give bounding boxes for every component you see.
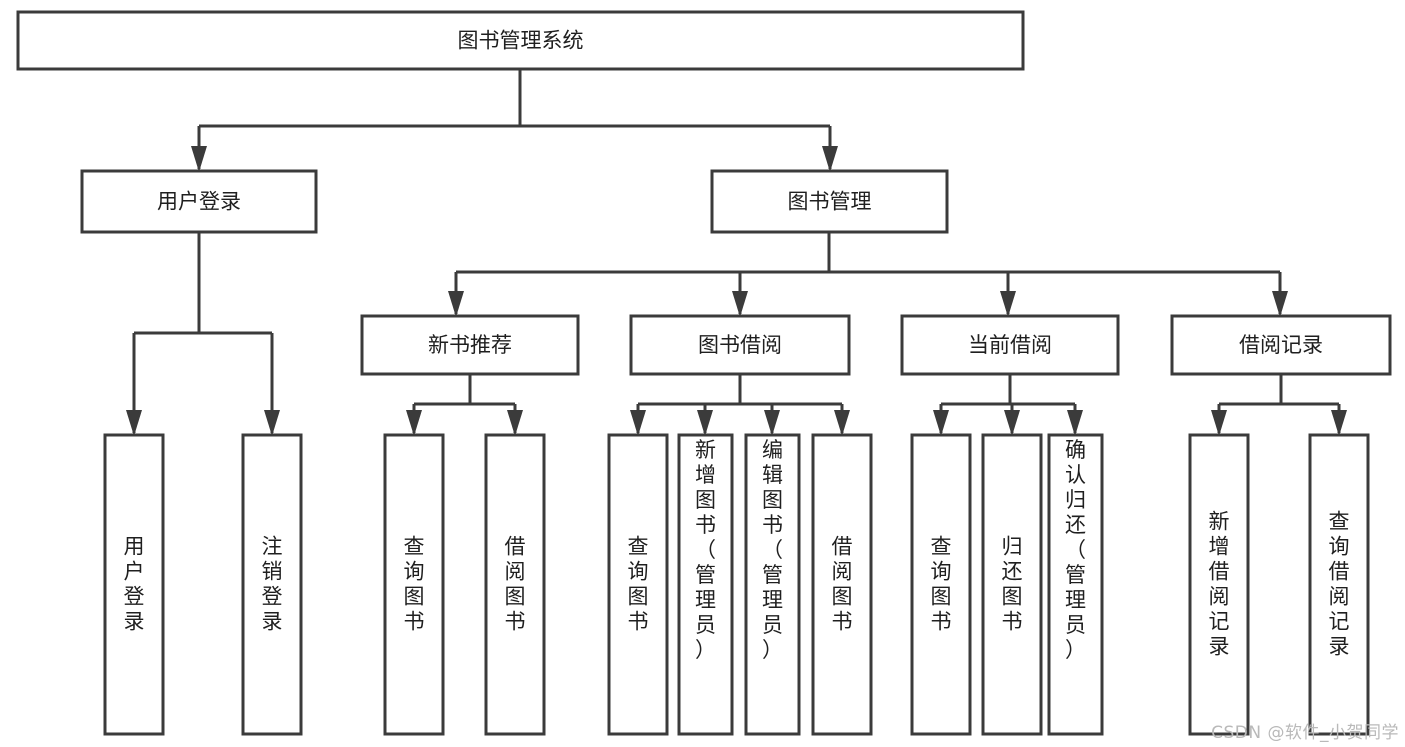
arrow-head-book-borrow-to-leaves-1 xyxy=(697,410,713,436)
node-current-borrow-box[interactable] xyxy=(900,314,1120,376)
nodes-layer: 图书管理系统用户登录图书管理新书推荐图书借阅当前借阅借阅记录用户登录注销登录查询… xyxy=(16,10,1392,736)
arrow-head-book-manage-to-level3-2 xyxy=(1000,291,1016,317)
node-borrow-record-box[interactable] xyxy=(1170,314,1392,376)
node-leaf-query-book-3-label: 查询图书 xyxy=(931,535,952,634)
node-leaf-borrow-book-1-box[interactable] xyxy=(484,433,546,736)
node-leaf-logout-login-label: 注销登录 xyxy=(262,535,283,634)
connector-root-to-level2 xyxy=(191,69,838,172)
node-leaf-add-borrow-record-box[interactable] xyxy=(1188,433,1250,736)
node-leaf-query-borrow-record-label: 查询借阅记录 xyxy=(1329,510,1350,659)
node-leaf-edit-book-box[interactable] xyxy=(744,433,801,736)
node-leaf-confirm-return[interactable]: 确认归还（管理员） xyxy=(1047,433,1104,736)
node-leaf-query-book-1[interactable]: 查询图书 xyxy=(383,433,445,736)
node-leaf-confirm-return-label: 确认归还（管理员） xyxy=(1065,438,1086,662)
arrow-head-book-manage-to-level3-3 xyxy=(1272,291,1288,317)
node-current-borrow-label: 当前借阅 xyxy=(968,333,1052,357)
node-new-book-recommend-label: 新书推荐 xyxy=(428,333,512,357)
arrow-head-user-login-to-leaves-1 xyxy=(264,410,280,436)
node-leaf-add-borrow-record-label: 新增借阅记录 xyxy=(1209,510,1230,659)
arrow-head-current-borrow-to-leaves-2 xyxy=(1067,410,1083,436)
node-leaf-edit-book[interactable]: 编辑图书（管理员） xyxy=(744,433,801,736)
node-book-manage[interactable]: 图书管理 xyxy=(710,169,949,234)
node-leaf-query-book-3[interactable]: 查询图书 xyxy=(910,433,972,736)
node-leaf-return-book-label: 归还图书 xyxy=(1002,535,1023,634)
node-leaf-user-login[interactable]: 用户登录 xyxy=(103,433,165,736)
node-new-book-recommend[interactable]: 新书推荐 xyxy=(360,314,580,376)
node-leaf-query-borrow-record-box[interactable] xyxy=(1308,433,1370,736)
node-book-manage-box[interactable] xyxy=(710,169,949,234)
node-leaf-add-borrow-record[interactable]: 新增借阅记录 xyxy=(1188,433,1250,736)
arrow-head-book-borrow-to-leaves-3 xyxy=(834,410,850,436)
node-leaf-confirm-return-box[interactable] xyxy=(1047,433,1104,736)
node-leaf-add-book-label: 新增图书（管理员） xyxy=(695,438,716,662)
node-leaf-add-book[interactable]: 新增图书（管理员） xyxy=(677,433,734,736)
node-leaf-borrow-book-2-box[interactable] xyxy=(811,433,873,736)
node-leaf-query-book-2-box[interactable] xyxy=(607,433,669,736)
node-book-borrow-label: 图书借阅 xyxy=(698,333,782,357)
connector-user-login-to-leaves xyxy=(126,232,280,436)
node-root-system[interactable]: 图书管理系统 xyxy=(16,10,1025,71)
connectors-layer xyxy=(126,69,1347,436)
node-leaf-query-book-1-label: 查询图书 xyxy=(404,535,425,634)
arrow-head-root-to-level2-1 xyxy=(822,146,838,172)
connector-current-borrow-to-leaves xyxy=(933,374,1083,436)
arrow-head-book-borrow-to-leaves-0 xyxy=(630,410,646,436)
node-borrow-record[interactable]: 借阅记录 xyxy=(1170,314,1392,376)
arrow-head-current-borrow-to-leaves-1 xyxy=(1004,410,1020,436)
arrow-head-current-borrow-to-leaves-0 xyxy=(933,410,949,436)
node-user-login-box[interactable] xyxy=(80,169,318,234)
node-new-book-recommend-box[interactable] xyxy=(360,314,580,376)
arrow-head-user-login-to-leaves-0 xyxy=(126,410,142,436)
arrow-head-borrow-record-to-leaves-0 xyxy=(1211,410,1227,436)
node-root-system-box[interactable] xyxy=(16,10,1025,71)
node-leaf-borrow-book-2-label: 借阅图书 xyxy=(832,535,853,634)
node-leaf-user-login-label: 用户登录 xyxy=(124,535,145,634)
connector-book-borrow-to-leaves xyxy=(630,374,850,436)
arrow-head-book-manage-to-level3-0 xyxy=(448,291,464,317)
node-leaf-add-book-box[interactable] xyxy=(677,433,734,736)
node-user-login-label: 用户登录 xyxy=(157,190,241,214)
node-leaf-borrow-book-2[interactable]: 借阅图书 xyxy=(811,433,873,736)
arrow-head-root-to-level2-0 xyxy=(191,146,207,172)
connector-borrow-record-to-leaves xyxy=(1211,374,1347,436)
node-leaf-user-login-box[interactable] xyxy=(103,433,165,736)
node-root-system-label: 图书管理系统 xyxy=(458,29,584,53)
arrow-head-new-book-recommend-to-leaves-0 xyxy=(406,410,422,436)
arrow-head-borrow-record-to-leaves-1 xyxy=(1331,410,1347,436)
node-book-borrow-box[interactable] xyxy=(629,314,851,376)
connector-book-manage-to-level3 xyxy=(448,232,1288,317)
node-leaf-query-book-2[interactable]: 查询图书 xyxy=(607,433,669,736)
arrow-head-new-book-recommend-to-leaves-1 xyxy=(507,410,523,436)
arrow-head-book-borrow-to-leaves-2 xyxy=(764,410,780,436)
node-leaf-logout-login[interactable]: 注销登录 xyxy=(241,433,303,736)
node-leaf-query-book-3-box[interactable] xyxy=(910,433,972,736)
node-leaf-return-book[interactable]: 归还图书 xyxy=(981,433,1043,736)
node-leaf-logout-login-box[interactable] xyxy=(241,433,303,736)
node-leaf-query-book-1-box[interactable] xyxy=(383,433,445,736)
node-book-manage-label: 图书管理 xyxy=(788,190,872,214)
node-user-login[interactable]: 用户登录 xyxy=(80,169,318,234)
node-leaf-borrow-book-1[interactable]: 借阅图书 xyxy=(484,433,546,736)
node-current-borrow[interactable]: 当前借阅 xyxy=(900,314,1120,376)
node-leaf-edit-book-label: 编辑图书（管理员） xyxy=(762,438,783,662)
node-borrow-record-label: 借阅记录 xyxy=(1239,333,1323,357)
arrow-head-book-manage-to-level3-1 xyxy=(732,291,748,317)
node-book-borrow[interactable]: 图书借阅 xyxy=(629,314,851,376)
node-leaf-borrow-book-1-label: 借阅图书 xyxy=(505,535,526,634)
node-leaf-return-book-box[interactable] xyxy=(981,433,1043,736)
connector-new-book-recommend-to-leaves xyxy=(406,374,523,436)
node-leaf-query-book-2-label: 查询图书 xyxy=(628,535,649,634)
node-leaf-query-borrow-record[interactable]: 查询借阅记录 xyxy=(1308,433,1370,736)
